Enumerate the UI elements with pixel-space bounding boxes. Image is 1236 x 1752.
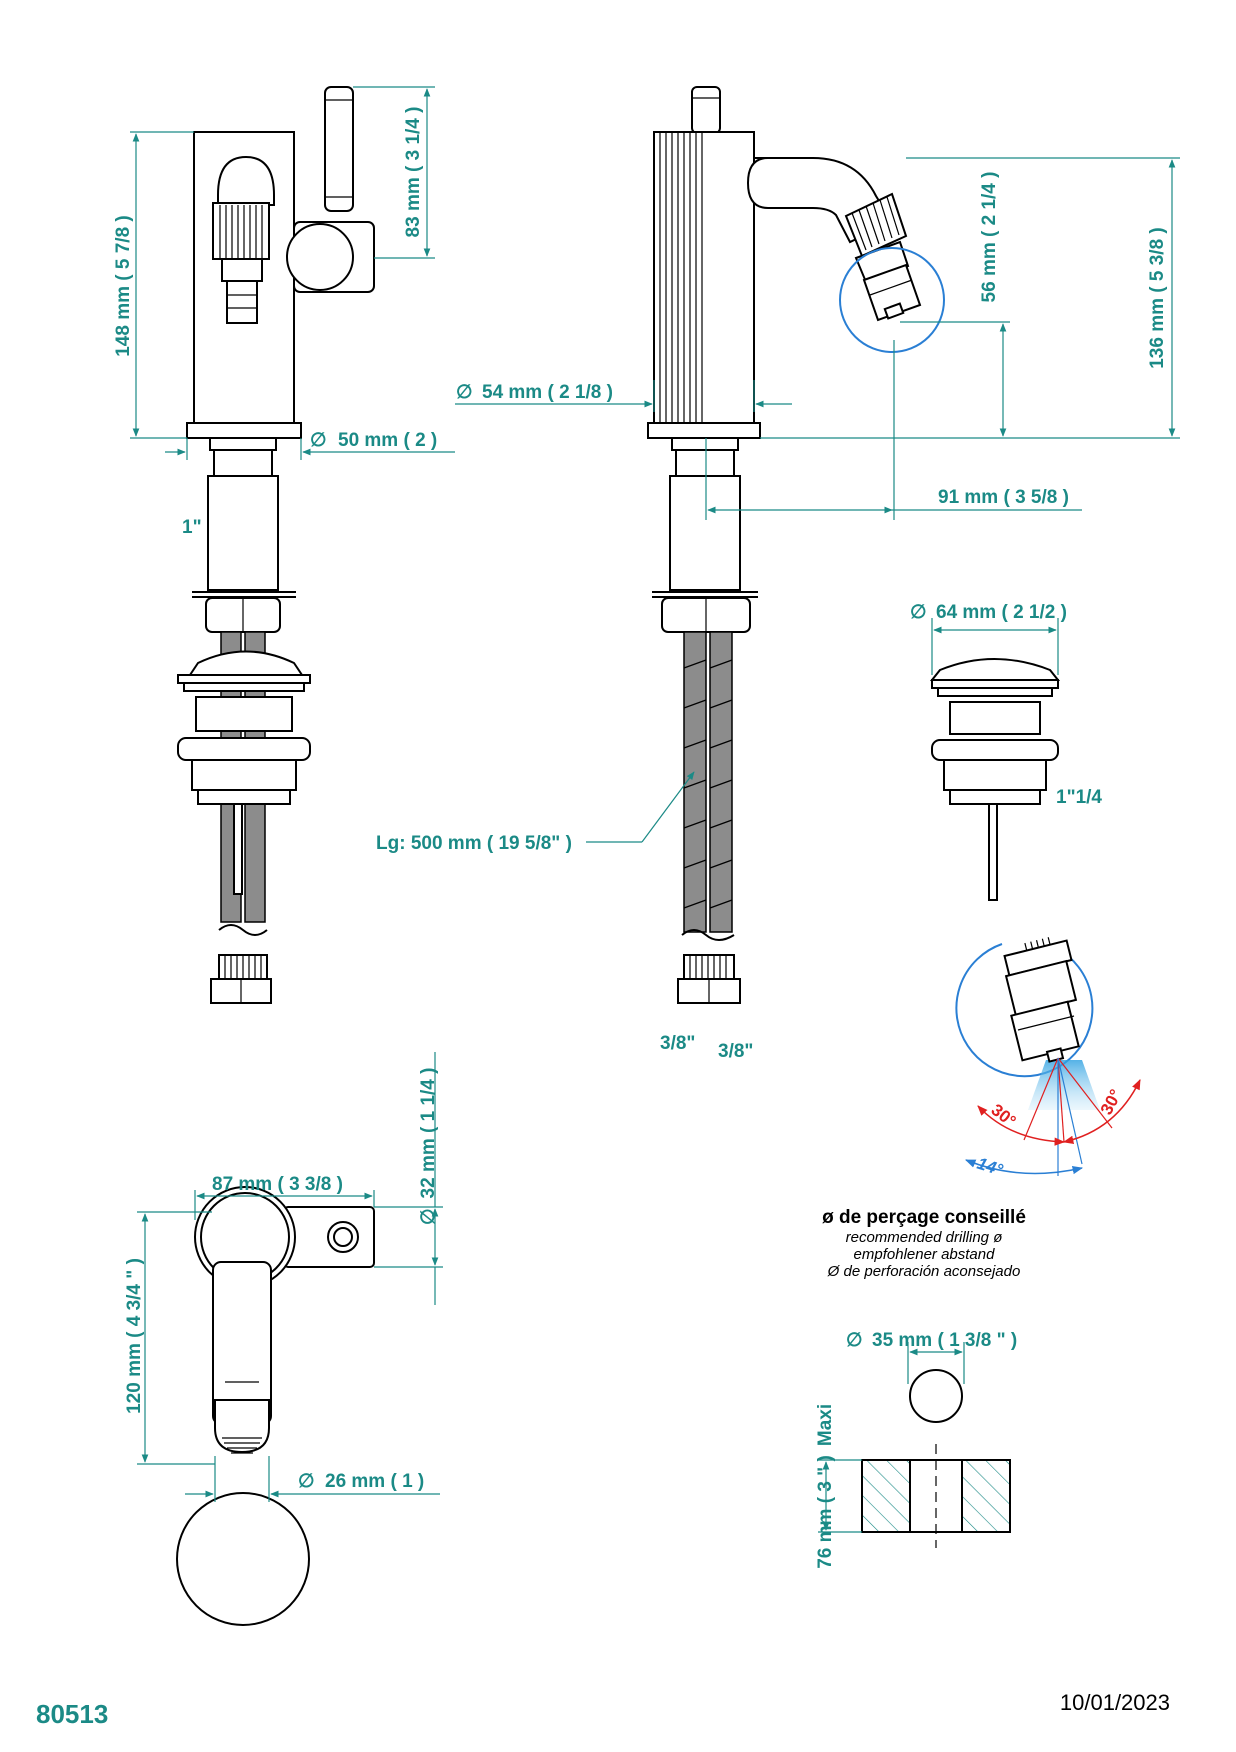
- waste-view-dimensions: [931, 618, 1059, 675]
- diameter-symbol: ∅: [456, 382, 473, 403]
- aerator-26-label: 26 mm ( 1 ): [325, 1471, 424, 1492]
- deck-maxi-label: Maxi: [815, 1404, 836, 1446]
- height-136-label: 136 mm ( 5 3/8 ): [1147, 227, 1168, 369]
- drilling-note-en: recommended drilling ø: [846, 1229, 1003, 1246]
- hose-conn-2-label: 3/8": [718, 1041, 753, 1062]
- drilling-note-fr: ø de perçage conseillé: [822, 1207, 1026, 1228]
- width-87-label: 87 mm ( 3 3/8 ): [212, 1174, 343, 1195]
- waste-view: [929, 658, 1061, 901]
- diameter-symbol: ∅: [910, 602, 927, 623]
- top-view: [176, 1186, 375, 1626]
- front-view-dimensions: [455, 157, 1180, 843]
- diameter-symbol: ∅: [846, 1330, 863, 1351]
- lever-32-label: 32 mm ( 1 1/4 ): [418, 1068, 439, 1199]
- aerator-angle-detail: [955, 937, 1141, 1176]
- deck-76-label: 76 mm ( 3 " ): [815, 1455, 836, 1569]
- side-view-dimensions: [130, 86, 455, 460]
- top-view-dimensions: [137, 1052, 443, 1502]
- diameter-symbol: ∅: [418, 1208, 439, 1225]
- spout-56-label: 56 mm ( 2 1/4 ): [979, 172, 1000, 303]
- drilling-note-es: Ø de perforación aconsejado: [827, 1263, 1021, 1280]
- ref-number: 80513: [36, 1699, 108, 1729]
- diameter-symbol: ∅: [310, 430, 327, 451]
- drilling-note-de: empfohlener abstand: [854, 1246, 996, 1263]
- drilling-note: ø de perçage conseillé recommended drill…: [822, 1207, 1026, 1280]
- dimension-labels: 148 mm ( 5 7/8 ) 83 mm ( 3 1/4 ) ∅ 50 mm…: [113, 107, 1168, 1569]
- angle-tilt-label: 14°: [975, 1154, 1006, 1180]
- lever-83-label: 83 mm ( 3 1/4 ): [403, 107, 424, 238]
- hole-35-label: 35 mm ( 1 3/8 " ): [872, 1330, 1017, 1351]
- drawing-date: 10/01/2023: [1060, 1690, 1170, 1715]
- side-view: [177, 86, 375, 1004]
- drilling-detail: [818, 1342, 1011, 1548]
- diameter-symbol: ∅: [298, 1471, 315, 1492]
- hose-conn-1-label: 3/8": [660, 1033, 695, 1054]
- body-54-label: 54 mm ( 2 1/8 ): [482, 382, 613, 403]
- waste-64-label: 64 mm ( 2 1/2 ): [936, 602, 1067, 623]
- front-view: [647, 86, 945, 1004]
- thread-1in-label: 1": [182, 517, 202, 538]
- reach-91-label: 91 mm ( 3 5/8 ): [938, 487, 1069, 508]
- height-148-label: 148 mm ( 5 7/8 ): [113, 215, 134, 357]
- hose-length-label: Lg: 500 mm ( 19 5/8" ): [376, 833, 572, 854]
- depth-120-label: 120 mm ( 4 3/4 " ): [124, 1258, 145, 1414]
- waste-thread-label: 1"1/4: [1056, 787, 1102, 808]
- base-50-label: 50 mm ( 2 ): [338, 430, 437, 451]
- angle-left-label: 30°: [988, 1100, 1020, 1131]
